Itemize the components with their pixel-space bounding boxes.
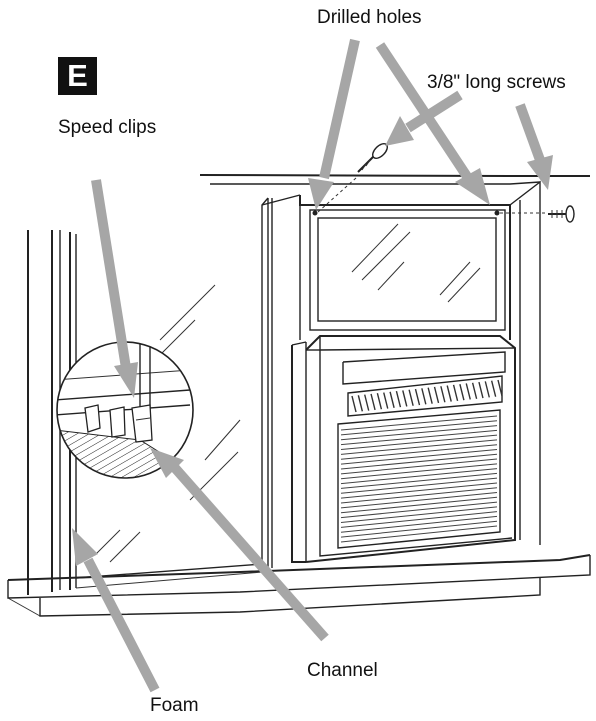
grille-stripe <box>340 477 498 494</box>
vent-slat <box>414 388 421 406</box>
vent-slat <box>370 393 376 411</box>
vent-slat <box>421 388 427 405</box>
vent-slat <box>389 391 395 408</box>
grille-stripe <box>340 439 498 455</box>
grille-stripe <box>340 506 498 524</box>
grille-stripe <box>340 425 498 441</box>
vent-slats <box>351 379 503 413</box>
vent-slat <box>395 390 402 408</box>
vent-slat <box>490 380 497 397</box>
channel-label: Channel <box>307 660 378 681</box>
vent-slat <box>433 386 440 404</box>
grille-stripe <box>340 520 498 538</box>
screws-label: 3/8" long screws <box>427 72 566 93</box>
drilled-holes <box>312 177 548 216</box>
side-panel <box>291 341 307 563</box>
arrow-drilled-holes-left <box>308 38 360 210</box>
vent-slat <box>408 389 414 406</box>
vent-slat <box>471 382 478 399</box>
vent-slat <box>376 393 383 410</box>
vent-slat <box>402 390 408 407</box>
vent-slat <box>459 384 465 401</box>
vent-slat <box>427 387 433 404</box>
vent-slat <box>465 383 471 400</box>
vent-slat <box>383 392 389 409</box>
grille-stripe <box>340 468 498 485</box>
window-sill <box>7 554 591 617</box>
upper-sash <box>199 174 590 545</box>
speed-clips-label: Speed clips <box>58 117 157 138</box>
grille-stripe <box>340 492 498 509</box>
grille-stripe <box>340 487 498 504</box>
grille-stripe <box>340 458 498 475</box>
arrow-speed-clips <box>91 179 138 398</box>
air-conditioner <box>305 335 516 563</box>
grille-stripe <box>340 415 498 431</box>
step-badge: E <box>58 57 97 95</box>
vent-slat <box>478 381 484 399</box>
screw-right <box>548 205 575 223</box>
grille-stripe <box>340 511 498 528</box>
vent-slat <box>364 394 370 411</box>
vent-slat <box>484 381 490 398</box>
grille-stripe <box>340 515 498 533</box>
grille-stripe <box>340 463 498 480</box>
grille-stripe <box>340 448 498 465</box>
grille-stripe <box>340 472 498 489</box>
drilled-holes-label: Drilled holes <box>317 7 422 28</box>
vent-slat <box>446 385 452 402</box>
grille-stripe <box>340 444 498 460</box>
front-grille <box>340 415 498 543</box>
grille-stripe <box>340 434 498 450</box>
grille-stripe <box>340 525 498 543</box>
grille-stripe <box>340 453 498 470</box>
arrow-screws-right <box>515 103 553 190</box>
arrow-drilled-holes-right <box>375 42 490 205</box>
arrow-channel <box>150 448 329 642</box>
arrow-screws-left <box>385 90 463 146</box>
vent-slat <box>351 395 357 413</box>
vent-slat <box>357 395 364 412</box>
grille-stripe <box>340 496 498 514</box>
vent-slat <box>497 379 503 397</box>
screw-left <box>357 143 388 173</box>
grille-stripe <box>340 429 498 446</box>
grille-stripe <box>340 420 498 436</box>
center-stile <box>261 194 301 568</box>
grille-stripe <box>340 501 498 519</box>
foam-label: Foam <box>150 695 199 716</box>
grille-stripe <box>340 482 498 499</box>
vent-slat <box>440 386 446 403</box>
arrow-foam <box>72 528 160 693</box>
vent-slat <box>452 384 459 402</box>
